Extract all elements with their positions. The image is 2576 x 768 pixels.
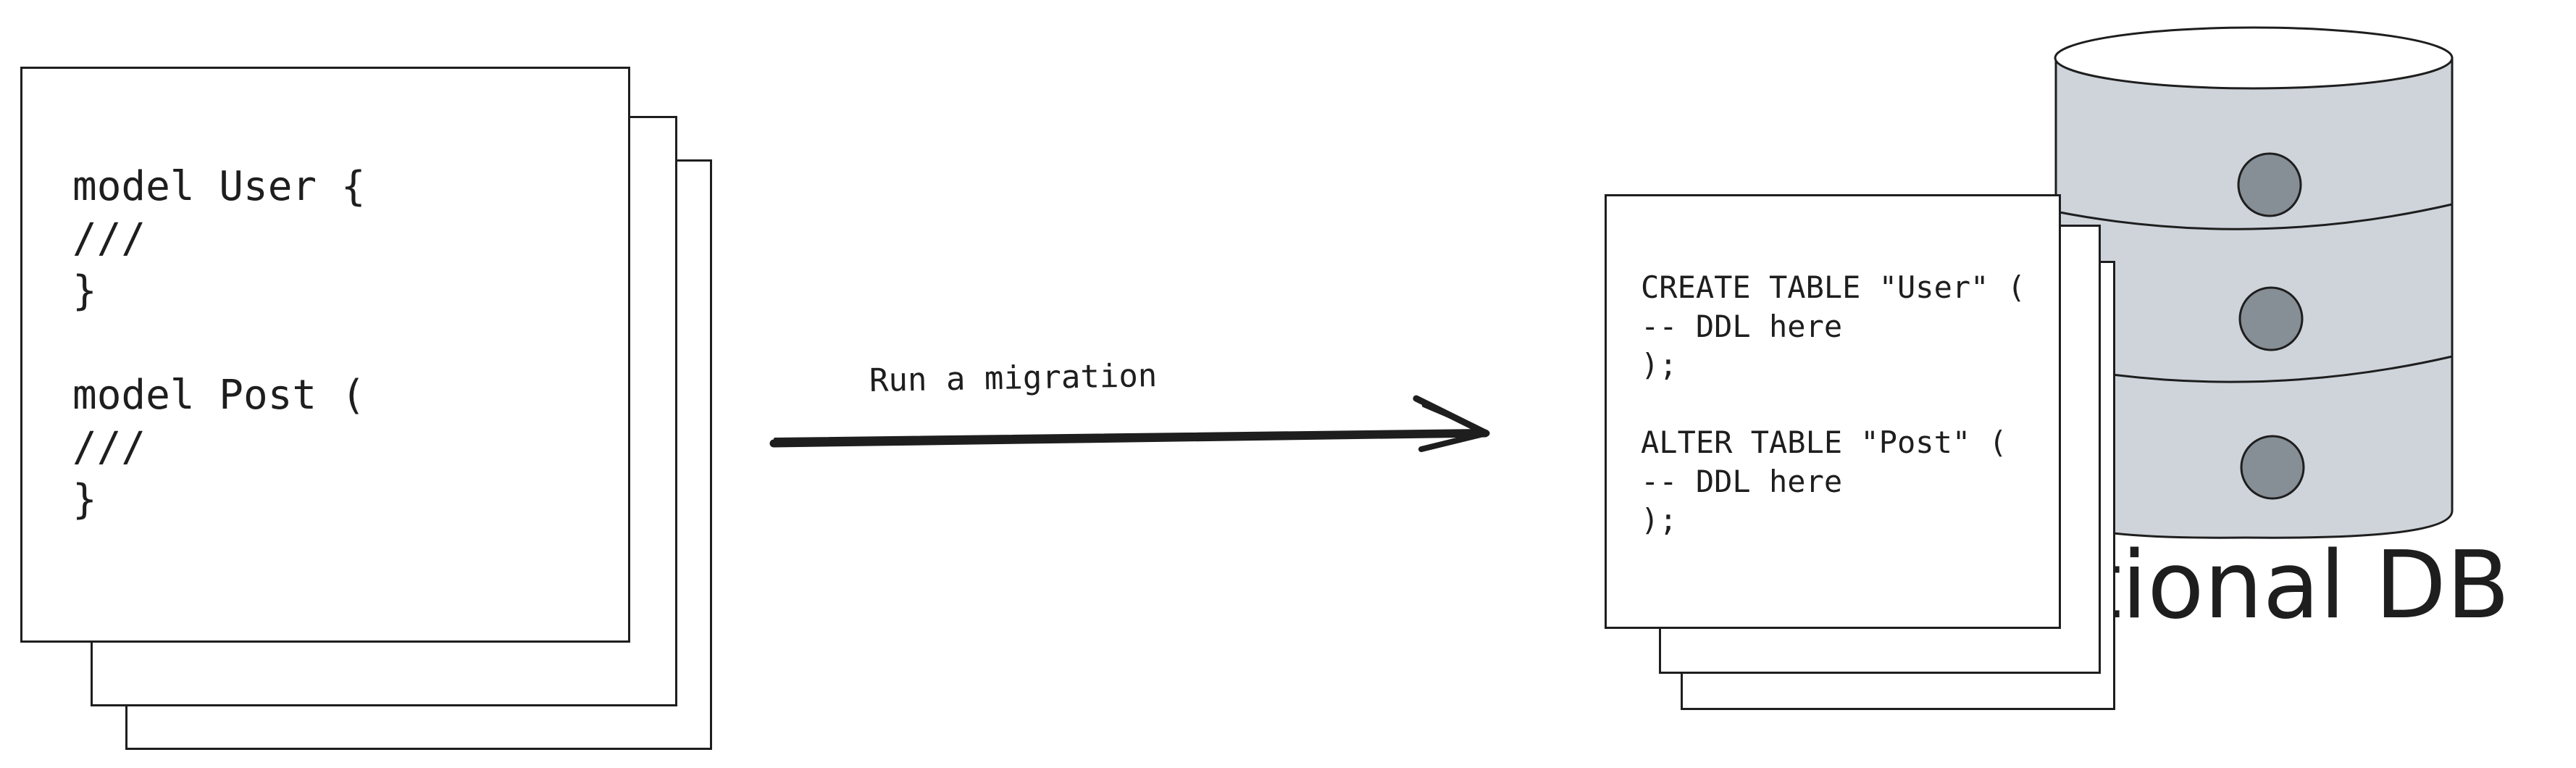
sql-line: -- DDL here <box>1641 463 1843 499</box>
database-top <box>2054 26 2454 90</box>
sql-line: -- DDL here <box>1641 308 1843 344</box>
schema-line: /// <box>72 215 146 262</box>
schema-line: } <box>72 267 97 314</box>
schema-line: model User { <box>72 163 366 210</box>
migration-sql-code: CREATE TABLE "User" ( -- DDL here ); ALT… <box>1641 268 2025 540</box>
arrow-shaft-sketch <box>774 429 1485 441</box>
migration-arrow <box>769 395 1490 452</box>
sql-line: ALTER TABLE "Post" ( <box>1641 425 2007 460</box>
sql-line: ); <box>1641 347 1678 383</box>
sql-line: ); <box>1641 502 1678 538</box>
arrow-head-lower <box>1418 430 1489 452</box>
arrow-label: Run a migration <box>869 357 1158 399</box>
database-divider <box>2055 203 2453 230</box>
arrow-shaft <box>769 429 1489 448</box>
sql-line: CREATE TABLE "User" ( <box>1641 270 2026 305</box>
schema-sheet-front <box>20 67 630 643</box>
migration-sheet-front <box>1605 194 2061 629</box>
database-knob <box>2240 435 2305 500</box>
database-knob <box>2238 286 2304 351</box>
database-icon <box>2054 26 2454 539</box>
schema-line: model Post ( <box>72 372 366 419</box>
prisma-schema-code: model User { /// } model Post ( /// } <box>72 161 366 526</box>
schema-line: } <box>72 476 97 523</box>
schema-line: /// <box>72 424 146 471</box>
database-knob <box>2237 152 2302 217</box>
arrow-head-sketch <box>1422 404 1479 430</box>
